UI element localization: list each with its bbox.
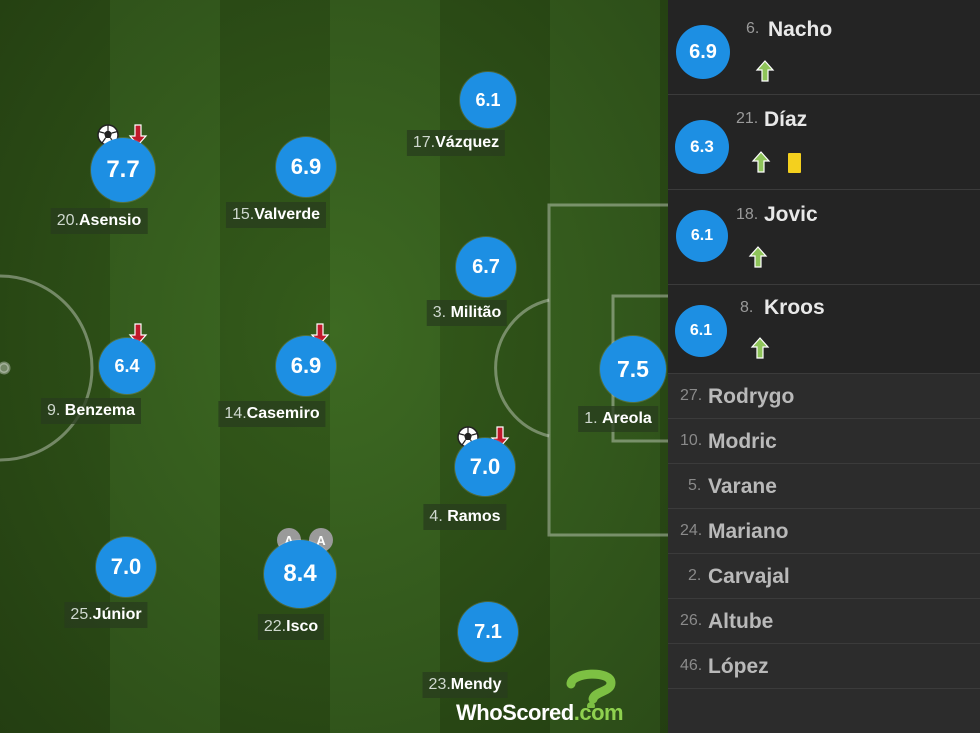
rating-badge: 6.4 xyxy=(99,338,155,394)
player-label: 25.Júnior xyxy=(64,602,148,628)
bench-row-lopez[interactable]: 46. López xyxy=(668,644,980,689)
rating-badge: 7.5 xyxy=(600,336,666,402)
bench-row-rodrygo[interactable]: 27. Rodrygo xyxy=(668,374,980,419)
sub-name: Díaz xyxy=(764,108,808,131)
bench-row-mariano[interactable]: 24. Mariano xyxy=(668,509,980,554)
yellow-card-icon xyxy=(788,153,801,173)
question-mark-logo-icon xyxy=(566,669,616,708)
bench-name: Rodrygo xyxy=(708,385,795,408)
bench-name: Mariano xyxy=(708,520,789,543)
sub-on-icon xyxy=(750,337,770,359)
bench-number: 24. xyxy=(680,522,703,539)
logo-text: WhoScored xyxy=(456,700,574,725)
whoscored-logo: WhoScored.com xyxy=(456,668,656,728)
bench-number: 46. xyxy=(680,657,703,674)
rating-badge: 7.7 xyxy=(91,138,155,202)
sub-row-kroos[interactable]: 6.1 8. Kroos xyxy=(668,285,980,374)
bench-number: 2. xyxy=(688,567,702,584)
sub-name: Nacho xyxy=(768,18,833,41)
player-label: 23.Mendy xyxy=(422,672,508,698)
sub-name: Kroos xyxy=(764,296,825,319)
rating-badge: 6.3 xyxy=(675,120,729,174)
rating-badge: 6.9 xyxy=(276,137,336,197)
sub-number: 8. xyxy=(740,299,754,316)
substitutes-panel: 6.9 6. Nacho 6.3 21. Díaz 6.1 18. Jovic … xyxy=(668,0,980,733)
rating-badge: 6.1 xyxy=(675,305,727,357)
sub-row-nacho[interactable]: 6.9 6. Nacho xyxy=(668,0,980,95)
sub-row-diaz[interactable]: 6.3 21. Díaz xyxy=(668,95,980,190)
player-label: 22.Isco xyxy=(257,614,325,640)
rating-badge: 7.0 xyxy=(455,438,515,496)
sub-number: 18. xyxy=(736,206,759,223)
sub-name: Jovic xyxy=(764,203,818,226)
player-label: 4. Ramos xyxy=(423,504,507,530)
rating-badge: 7.1 xyxy=(458,602,518,662)
player-label: 1. Areola xyxy=(578,406,658,432)
bench-number: 27. xyxy=(680,387,703,404)
sub-number: 21. xyxy=(736,110,759,127)
bench-row-altube[interactable]: 26. Altube xyxy=(668,599,980,644)
player-label: 3. Militão xyxy=(426,300,508,326)
player-label: 20.Asensio xyxy=(50,208,148,234)
rating-badge: 6.1 xyxy=(676,210,728,262)
bench-number: 5. xyxy=(688,477,702,494)
rating-badge: 6.9 xyxy=(676,25,730,79)
bench-row-varane[interactable]: 5. Varane xyxy=(668,464,980,509)
sub-on-icon xyxy=(751,151,771,173)
rating-badge: 6.7 xyxy=(456,237,516,297)
rating-badge: 7.0 xyxy=(96,537,156,597)
bench-name: Altube xyxy=(708,610,774,633)
sub-on-icon xyxy=(755,60,775,82)
rating-badge: 6.1 xyxy=(460,72,516,128)
bench-row-carvajal[interactable]: 2. Carvajal xyxy=(668,554,980,599)
player-label: 15.Valverde xyxy=(225,202,327,228)
bench-row-modric[interactable]: 10. Modric xyxy=(668,419,980,464)
sub-number: 6. xyxy=(746,20,760,37)
bench-number: 10. xyxy=(680,432,703,449)
player-label: 9. Benzema xyxy=(40,398,142,424)
rating-badge: 8.4 xyxy=(264,540,336,608)
player-label: 14.Casemiro xyxy=(218,401,326,427)
bench-name: López xyxy=(708,655,769,678)
bench-name: Varane xyxy=(708,475,777,498)
bench-name: Carvajal xyxy=(708,565,790,588)
bench-number: 26. xyxy=(680,612,703,629)
player-label: 17.Vázquez xyxy=(406,130,506,156)
bench-name: Modric xyxy=(708,430,777,453)
logo-domain: .com xyxy=(573,700,624,725)
pitch: 7.7 20.Asensio 6.9 15.Valverde 6.1 17.Vá… xyxy=(0,0,668,733)
sub-on-icon xyxy=(748,246,768,268)
rating-badge: 6.9 xyxy=(276,336,336,396)
sub-row-jovic[interactable]: 6.1 18. Jovic xyxy=(668,190,980,285)
